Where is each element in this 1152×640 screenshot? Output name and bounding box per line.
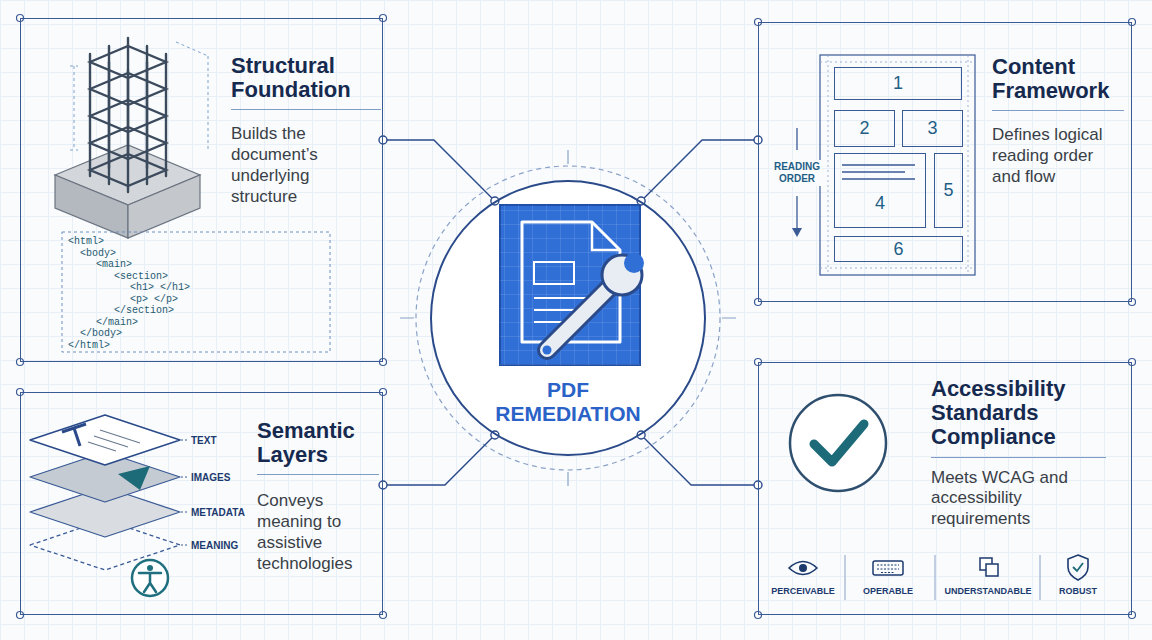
code-line: </body>	[80, 328, 122, 339]
layers-illustration	[30, 415, 188, 596]
principle-label: UNDERSTANDABLE	[945, 586, 1032, 596]
code-line: </html>	[68, 339, 110, 350]
layout-block: 6	[834, 236, 963, 262]
feature-panel: Accessibility Standards ComplianceMeets …	[758, 362, 1132, 615]
layer-label: IMAGES	[191, 472, 230, 483]
code-box	[62, 232, 330, 352]
connector	[641, 435, 758, 485]
panel-title: Semantic Layers	[257, 419, 379, 475]
layout-block: 2	[834, 110, 895, 147]
panel-title: Structural Foundation	[231, 54, 381, 110]
code-line: <p> </p>	[130, 293, 178, 304]
layer-label: TEXT	[191, 435, 217, 446]
corner-dots	[17, 15, 1136, 619]
hub-illustration	[400, 150, 736, 486]
panel-title: Accessibility Standards Compliance	[931, 377, 1106, 458]
connector-dot	[379, 136, 387, 144]
connector	[383, 435, 495, 485]
code-line: <html>	[68, 236, 104, 247]
principle-label: ROBUST	[1059, 586, 1097, 596]
connector-dot	[379, 481, 387, 489]
principle-label: OPERABLE	[863, 586, 913, 596]
panel-title: Content Framework	[992, 55, 1124, 111]
layout-block: 4	[834, 153, 926, 228]
layer-label: MEANING	[191, 540, 238, 551]
connector-dot	[491, 197, 499, 205]
code-line: </section>	[114, 305, 174, 316]
feature-panel: Structural FoundationBuilds the document…	[20, 18, 383, 362]
order-number: 5	[943, 180, 953, 201]
connector	[641, 140, 758, 201]
feature-panel: Semantic LayersConveys meaning to assist…	[20, 392, 383, 615]
order-number: 1	[893, 73, 903, 94]
code-line: <h1> </h1>	[130, 282, 190, 293]
layout-block: 5	[934, 153, 963, 228]
hub-label: PDF REMEDIATION	[495, 378, 640, 425]
order-number: 4	[875, 193, 885, 214]
reading-order-label: READING ORDER	[772, 160, 822, 186]
foundation-illustration	[55, 38, 208, 238]
principle-label: PERCEIVABLE	[771, 586, 834, 596]
order-number: 3	[927, 118, 937, 139]
panel-description: Meets WCAG and accessibility requirement…	[931, 468, 1116, 530]
panel-description: Builds the document’s underlying structu…	[231, 124, 371, 207]
code-line: </main>	[96, 316, 138, 327]
panel-description: Conveys meaning to assistive technologie…	[257, 491, 381, 574]
connector	[383, 140, 495, 201]
order-number: 6	[893, 239, 903, 260]
panel-description: Defines logical reading order and flow	[992, 125, 1126, 187]
connector-dot	[491, 431, 499, 439]
connector-dot	[637, 197, 645, 205]
remediation-hub: PDF REMEDIATION	[430, 180, 706, 456]
order-number: 2	[859, 118, 869, 139]
code-line: <section>	[114, 270, 168, 281]
connector-dot	[637, 431, 645, 439]
layer-label: METADATA	[191, 507, 245, 518]
layout-block: 3	[902, 110, 963, 147]
layout-block: 1	[834, 67, 962, 100]
code-line: <main>	[96, 259, 132, 270]
code-line: <body>	[80, 247, 116, 258]
